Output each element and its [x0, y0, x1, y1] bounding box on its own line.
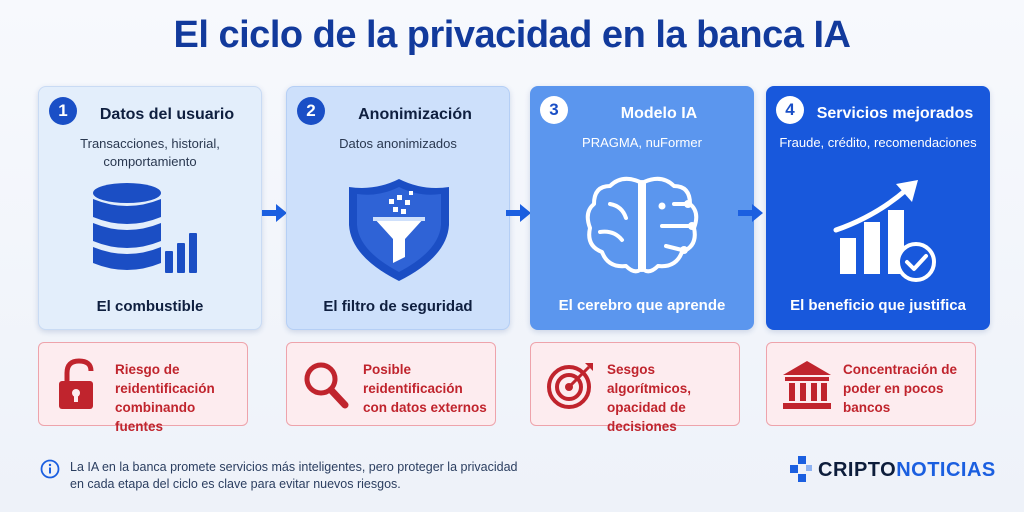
- step-title: Modelo IA: [620, 105, 698, 122]
- step-subtitle: PRAGMA, nuFormer: [582, 135, 702, 150]
- arrow-right-icon: [738, 204, 763, 222]
- bank-icon: [783, 361, 831, 409]
- risk-text: Concentración de poder en pocos bancos: [843, 362, 958, 415]
- step-footer: El beneficio que justifica: [790, 297, 966, 314]
- step-card-modelo-ia: 3 Modelo IA PRAGMA, nuFormer El cerebro …: [530, 86, 754, 330]
- risk-box-concentracion: Concentración de poder en pocos bancos: [766, 342, 976, 426]
- arrow-right-icon: [506, 204, 531, 222]
- step-number-badge: 3: [540, 96, 568, 124]
- step-subtitle: Transacciones, historial, comportamiento: [80, 136, 220, 169]
- step-card-datos-usuario: 1 Datos del usuario Transacciones, histo…: [38, 86, 262, 330]
- step-title: Anonimización: [358, 106, 472, 123]
- criptonoticias-logo-icon: [790, 456, 812, 482]
- brain-icon: [585, 176, 699, 274]
- target-icon: [547, 363, 593, 409]
- brand-name: CRIPTONOTICIAS: [818, 459, 996, 482]
- shield-filter-icon: [349, 179, 449, 281]
- step-card-anonimizacion: 2 Anonimización Datos anonimizados El fi…: [286, 86, 510, 330]
- step-title: Datos del usuario: [99, 106, 235, 123]
- step-subtitle: Datos anonimizados: [339, 136, 457, 151]
- brand-logo: CRIPTONOTICIAS: [790, 452, 1000, 488]
- step-number-badge: 4: [776, 96, 804, 124]
- magnifier-icon: [304, 362, 349, 409]
- growth-chart-icon: [833, 180, 936, 282]
- risk-text: Riesgo de reidentificación combinando fu…: [115, 362, 215, 434]
- unlocked-padlock-icon: [59, 358, 94, 409]
- database-icon: [93, 183, 197, 273]
- step-footer: El cerebro que aprende: [558, 297, 726, 314]
- risk-box-datos-externos: Posible reidentificación con datos exter…: [286, 342, 496, 426]
- risk-box-sesgos: Sesgos algorítmicos, opacidad de decisio…: [530, 342, 740, 434]
- risk-text: Posible reidentificación con datos exter…: [363, 362, 487, 415]
- arrow-right-icon: [262, 204, 287, 222]
- risk-box-reidentificacion: Riesgo de reidentificación combinando fu…: [38, 342, 248, 434]
- footnote-text: La IA en la banca promete servicios más …: [70, 460, 518, 491]
- step-card-servicios: 4 Servicios mejorados Fraude, crédito, r…: [766, 86, 990, 330]
- step-footer: El combustible: [96, 298, 204, 315]
- step-title: Servicios mejorados: [816, 105, 974, 122]
- brand-name-part1: CRIPTO: [818, 459, 897, 481]
- step-subtitle: Fraude, crédito, recomendaciones: [779, 135, 977, 150]
- step-footer: El filtro de seguridad: [323, 298, 473, 315]
- brand-name-part2: NOTICIAS: [896, 459, 996, 481]
- info-icon: [40, 459, 60, 479]
- step-number-badge: 2: [297, 97, 325, 125]
- footnote: La IA en la banca promete servicios más …: [40, 459, 520, 493]
- risk-text: Sesgos algorítmicos, opacidad de decisio…: [607, 362, 692, 434]
- page-title: El ciclo de la privacidad en la banca IA: [173, 14, 851, 56]
- step-number-badge: 1: [49, 97, 77, 125]
